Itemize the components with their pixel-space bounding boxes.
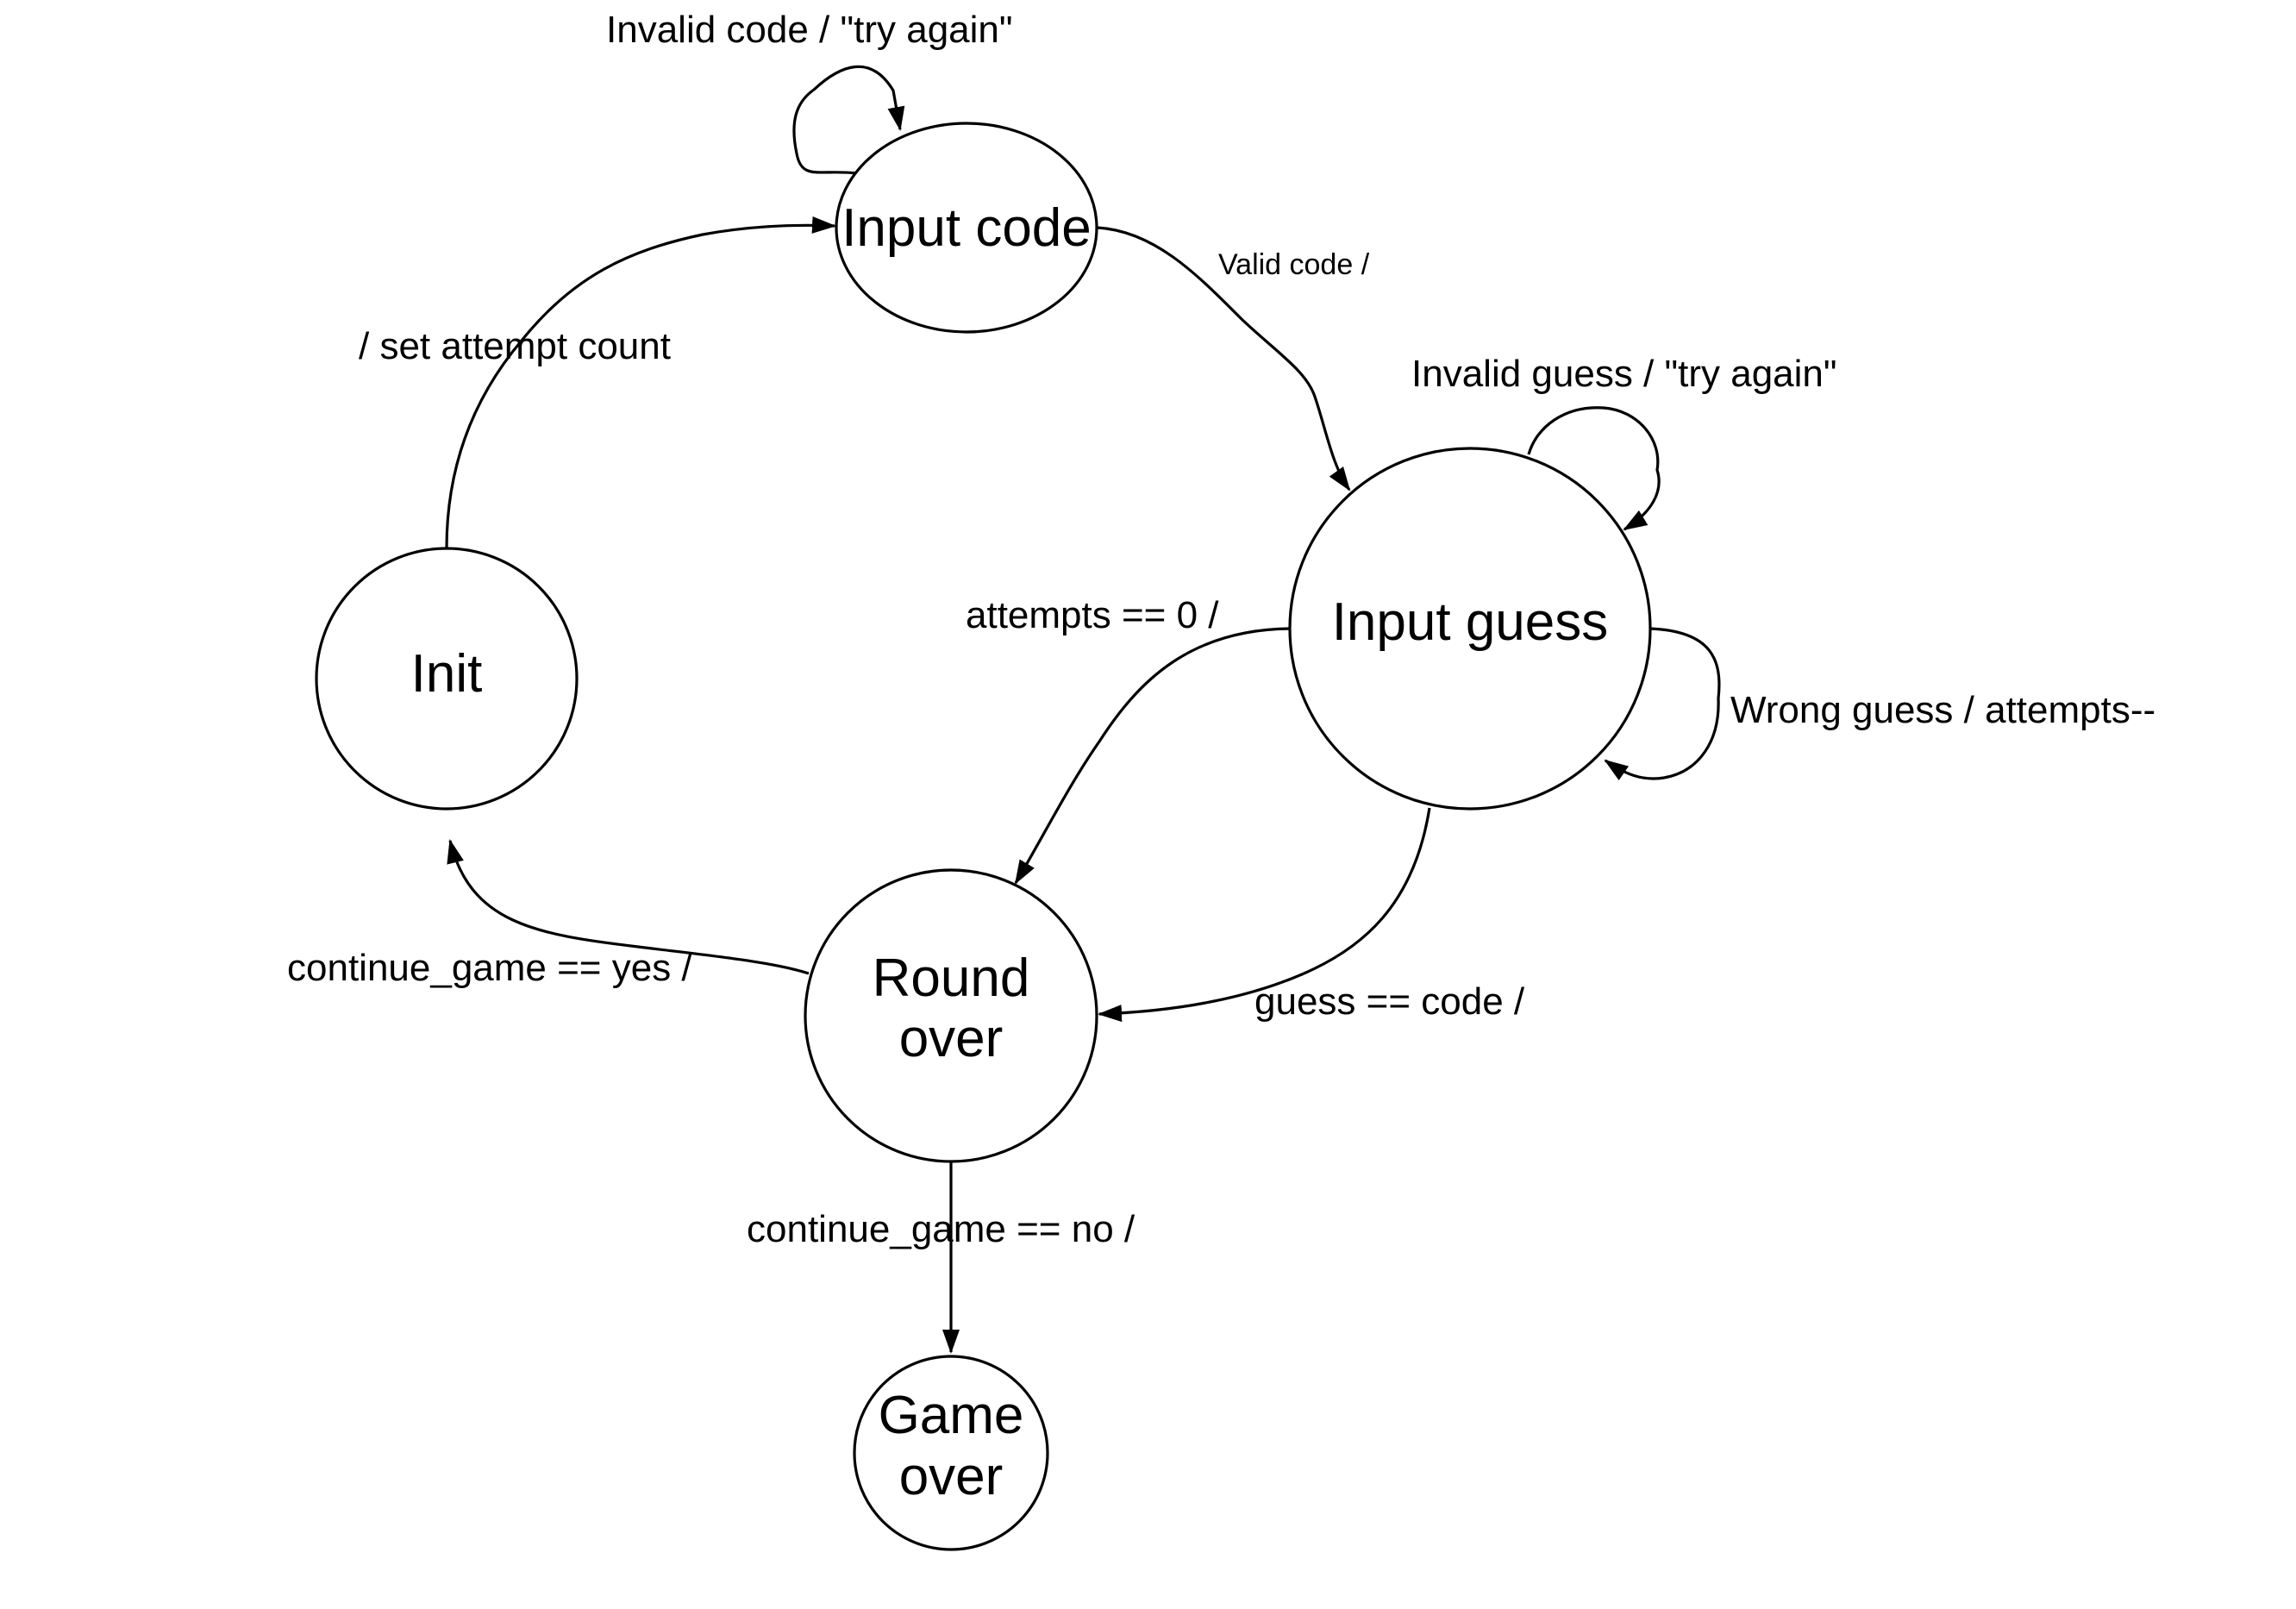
state-init-shape (315, 547, 579, 811)
label-invalid-guess: Invalid guess / "try again" (1411, 353, 1837, 395)
label-wrong-guess: Wrong guess / attempts-- (1730, 689, 2155, 731)
edge-invalid-guess-loop (1527, 406, 1661, 531)
state-input-code-label: Input code (841, 198, 1092, 258)
state-round-over-shape (804, 868, 1098, 1163)
edge-continue-yes (447, 839, 810, 975)
edge-guess-correct (1098, 807, 1431, 1023)
edge-wrong-guess-loop (1604, 627, 1721, 781)
edge-valid-code (1097, 226, 1351, 491)
edge-set-attempt-count (445, 216, 836, 549)
label-attempts-zero: attempts == 0 / (966, 594, 1219, 636)
state-round-over-label-line2: over (899, 1009, 1004, 1068)
label-guess-correct: guess == code / (1254, 980, 1525, 1023)
label-invalid-code: Invalid code / "try again" (606, 9, 1013, 51)
state-input-guess-shape (1288, 447, 1652, 811)
label-valid-code: Valid code / (1218, 248, 1370, 281)
state-input-code-shape (835, 122, 1098, 334)
state-game-over-label-line1: Game (879, 1386, 1024, 1445)
state-init-label: Init (411, 644, 483, 704)
edge-attempts-zero (1014, 627, 1292, 885)
state-game-over-label-line2: over (899, 1447, 1004, 1506)
state-round-over-label-line1: Round (873, 948, 1030, 1008)
edge-invalid-code-loop (792, 65, 905, 175)
state-input-guess-label: Input guess (1332, 592, 1609, 652)
label-set-attempt-count: / set attempt count (359, 325, 671, 367)
state-game-over-shape (853, 1355, 1049, 1551)
label-continue-yes: continue_game == yes / (287, 947, 692, 989)
label-continue-no: continue_game == no / (747, 1208, 1135, 1250)
